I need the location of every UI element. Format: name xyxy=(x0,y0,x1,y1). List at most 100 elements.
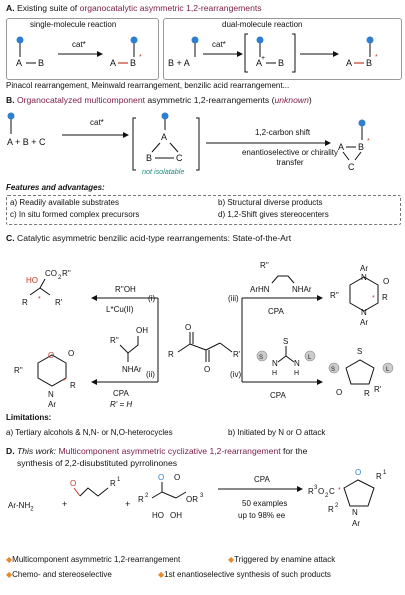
svg-text:O: O xyxy=(68,349,74,358)
cpa-label: CPA xyxy=(254,475,270,484)
svg-text:O: O xyxy=(158,473,164,482)
svg-text:R: R xyxy=(168,350,174,359)
svg-text:O: O xyxy=(318,487,324,496)
svg-text:O: O xyxy=(336,388,342,397)
svg-text:OR: OR xyxy=(186,495,198,504)
svg-text:N: N xyxy=(361,273,367,282)
reagent-iv: S N H S N H L xyxy=(256,337,316,377)
svg-text:S: S xyxy=(357,347,362,356)
svg-text:NHAr: NHAr xyxy=(122,365,142,374)
svg-text:2: 2 xyxy=(335,503,339,509)
examples-label: 50 examples xyxy=(242,499,288,508)
cond-ii-sub: R' = H xyxy=(110,400,133,409)
route-ii: (ii) xyxy=(146,370,155,379)
svg-text:N: N xyxy=(48,390,54,399)
reagent-ii: R'' OH NHAr xyxy=(110,326,148,374)
svg-text:A: A xyxy=(110,58,116,68)
svg-text:R: R xyxy=(70,381,76,390)
amine-reactant: Ar-NH2 xyxy=(8,501,34,513)
svg-text:R'': R'' xyxy=(260,261,269,270)
feature-c: c) In situ formed complex precursors xyxy=(10,210,140,219)
section-a-title-highlight: organocatalytic asymmetric 1,2-rearrange… xyxy=(79,3,262,13)
section-c-title: Catalytic asymmetric benzilic acid-type … xyxy=(16,233,292,243)
svg-text:*: * xyxy=(139,54,142,61)
svg-text:C: C xyxy=(329,487,335,496)
features-title: Features and advantages: xyxy=(6,183,105,192)
svg-text:R: R xyxy=(328,505,334,514)
section-b-heading: B. Organocatalyzed multicomponent asymme… xyxy=(6,95,312,105)
svg-text:Ar: Ar xyxy=(48,400,56,409)
ee-label: up to 98% ee xyxy=(238,511,286,520)
single-molecule-box xyxy=(6,18,159,80)
reagent-iii: R'' ArHN NHAr xyxy=(250,261,312,294)
not-isolatable-label: not isolatable xyxy=(142,167,185,176)
svg-text:L: L xyxy=(308,355,312,361)
features-box xyxy=(6,195,401,225)
svg-text:3: 3 xyxy=(200,493,204,499)
svg-text:Ar: Ar xyxy=(360,264,368,273)
svg-text:NHAr: NHAr xyxy=(292,285,312,294)
shift-label: 1,2-carbon shift xyxy=(255,128,311,137)
dual-molecule-scheme: B + A A + B A B * xyxy=(168,33,378,73)
svg-text:R: R xyxy=(138,495,144,504)
svg-text:1: 1 xyxy=(117,477,121,483)
svg-text:2: 2 xyxy=(145,493,149,499)
svg-text:N: N xyxy=(361,308,367,317)
route-iv: (iv) xyxy=(230,370,242,379)
section-b-letter: B. xyxy=(6,95,15,105)
svg-text:+: + xyxy=(125,499,130,509)
svg-text:OH: OH xyxy=(170,511,182,520)
svg-text:A: A xyxy=(338,142,344,152)
svg-text:R'': R'' xyxy=(14,366,23,375)
svg-text:A: A xyxy=(161,132,167,142)
svg-text:OH: OH xyxy=(136,326,148,335)
svg-text:O: O xyxy=(185,323,191,332)
svg-text:1: 1 xyxy=(383,470,387,476)
svg-text:B: B xyxy=(130,58,136,68)
multicomponent-scheme: A + B + C A B C A B * C xyxy=(7,112,370,172)
dual-cat-label: cat* xyxy=(212,40,226,49)
product-iv: S S L O R R' xyxy=(328,347,394,398)
svg-text:*: * xyxy=(38,296,41,303)
svg-text:R: R xyxy=(382,293,388,302)
section-d-heading: D. This work: Multicomponent asymmetric … xyxy=(6,446,307,456)
section-d-title-italic: This work: xyxy=(16,446,57,456)
pyrrolinone-product: O R 1 R 3 O 2 C * R 2 N Ar xyxy=(308,468,387,528)
svg-text:A: A xyxy=(346,58,352,68)
cond-ii: CPA xyxy=(113,389,129,398)
svg-text:N: N xyxy=(272,359,278,368)
section-d-title-highlight: Multicomponent asymmetric cyclizative 1,… xyxy=(58,446,281,456)
bullet-icon: ◆ xyxy=(228,555,235,564)
svg-text:A: A xyxy=(256,58,262,68)
product-i: HO CO 2 R'' R * R' xyxy=(22,269,71,307)
svg-text:Ar: Ar xyxy=(360,318,368,327)
feature-d: d) 1,2-Shift gives stereocenters xyxy=(218,210,329,219)
svg-text:3: 3 xyxy=(314,485,318,491)
svg-text:R': R' xyxy=(55,298,63,307)
section-b-title-unknown: unknown xyxy=(274,95,309,105)
svg-text:*: * xyxy=(367,138,370,145)
svg-text:O: O xyxy=(174,473,180,482)
bullet-4: ◆1st enantioselective synthesis of such … xyxy=(158,570,331,579)
svg-text:R: R xyxy=(364,389,370,398)
bullet-icon: ◆ xyxy=(6,555,13,564)
diketone-center xyxy=(177,332,233,362)
svg-text:2: 2 xyxy=(58,275,62,281)
section-a-title-prefix: Existing suite of xyxy=(16,3,80,13)
svg-text:R: R xyxy=(110,479,116,488)
section-b-cat: cat* xyxy=(90,118,104,127)
svg-text:S: S xyxy=(331,367,335,373)
svg-text:CO: CO xyxy=(45,269,57,278)
cond-iv: CPA xyxy=(270,391,286,400)
svg-text:B: B xyxy=(38,58,44,68)
svg-text:Ar: Ar xyxy=(352,519,360,528)
limitations-title: Limitations: xyxy=(6,413,52,422)
section-b-title-end: ) xyxy=(308,95,312,105)
bullet-3: ◆Chemo- and stereoselective xyxy=(6,570,112,579)
svg-text:R'': R'' xyxy=(110,336,119,345)
svg-text:N: N xyxy=(352,508,358,517)
section-a-letter: A. xyxy=(6,3,15,13)
single-molecule-scheme: A B A B * xyxy=(16,36,142,68)
svg-text:S: S xyxy=(259,355,263,361)
product-ii: O O R'' N Ar R * xyxy=(14,349,76,409)
